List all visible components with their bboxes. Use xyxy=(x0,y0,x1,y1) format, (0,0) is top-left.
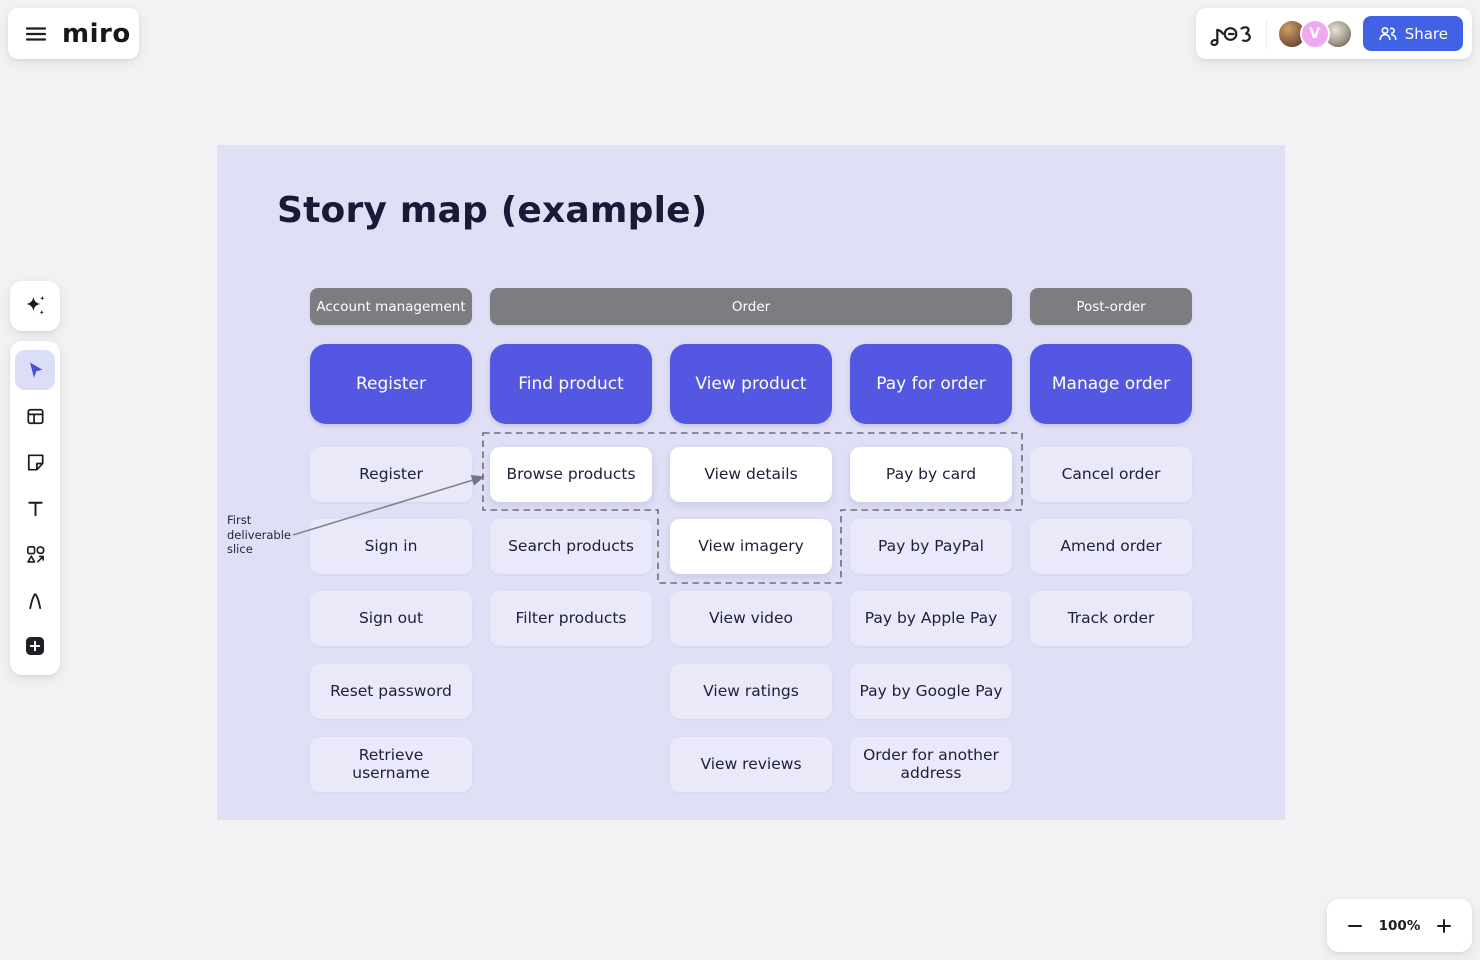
collaborator-avatars: V xyxy=(1276,18,1353,49)
epic-card-find-product[interactable]: Find product xyxy=(490,344,652,424)
pen-icon xyxy=(24,589,47,612)
group-header-post-order[interactable]: Post-order xyxy=(1030,288,1192,325)
epic-card-register[interactable]: Register xyxy=(310,344,472,424)
group-header-order[interactable]: Order xyxy=(490,288,1012,325)
task-card-cancel-order[interactable]: Cancel order xyxy=(1030,447,1192,502)
share-button[interactable]: Share xyxy=(1362,16,1463,51)
slice-annotation[interactable]: First deliverable slice xyxy=(227,513,291,556)
task-card-track-order[interactable]: Track order xyxy=(1030,591,1192,646)
reactions-doodle-icon xyxy=(1208,18,1256,50)
add-more-icon xyxy=(23,634,47,658)
templates-icon xyxy=(24,405,47,428)
epic-card-pay-for-order[interactable]: Pay for order xyxy=(850,344,1012,424)
ai-sparkle-icon xyxy=(22,293,48,319)
header-divider xyxy=(1265,18,1267,49)
task-card-view-ratings[interactable]: View ratings xyxy=(670,664,832,719)
task-card-view-reviews[interactable]: View reviews xyxy=(670,737,832,792)
templates-tool-button[interactable] xyxy=(15,393,55,439)
zoom-level[interactable]: 100% xyxy=(1378,917,1421,934)
zoom-controls: 100% xyxy=(1327,899,1472,952)
shapes-connectors-icon xyxy=(24,543,47,566)
task-card-amend-order[interactable]: Amend order xyxy=(1030,519,1192,574)
sticky-note-icon xyxy=(24,451,47,474)
select-tool-button[interactable] xyxy=(15,350,55,390)
task-card-register[interactable]: Register xyxy=(310,447,472,502)
task-card-filter-products[interactable]: Filter products xyxy=(490,591,652,646)
task-card-reset-password[interactable]: Reset password xyxy=(310,664,472,719)
task-card-pay-by-paypal[interactable]: Pay by PayPal xyxy=(850,519,1012,574)
task-card-order-for-another-address[interactable]: Order for another address xyxy=(850,737,1012,792)
task-card-search-products[interactable]: Search products xyxy=(490,519,652,574)
task-card-pay-by-card[interactable]: Pay by card xyxy=(850,447,1012,502)
avatar[interactable]: V xyxy=(1299,18,1330,49)
task-card-view-imagery[interactable]: View imagery xyxy=(670,519,832,574)
group-header-account-management[interactable]: Account management xyxy=(310,288,472,325)
shapes-tool-button[interactable] xyxy=(15,531,55,577)
task-card-sign-out[interactable]: Sign out xyxy=(310,591,472,646)
epic-card-manage-order[interactable]: Manage order xyxy=(1030,344,1192,424)
tools-toolbar xyxy=(10,341,60,675)
app-header-right: V Share xyxy=(1195,8,1472,59)
task-card-sign-in[interactable]: Sign in xyxy=(310,519,472,574)
task-card-pay-by-google-pay[interactable]: Pay by Google Pay xyxy=(850,664,1012,719)
pen-tool-button[interactable] xyxy=(15,577,55,623)
zoom-out-button[interactable] xyxy=(1344,915,1366,937)
people-icon xyxy=(1378,25,1397,42)
board-title[interactable]: Story map (example) xyxy=(277,190,708,231)
task-card-pay-by-apple-pay[interactable]: Pay by Apple Pay xyxy=(850,591,1012,646)
ai-assistant-button[interactable] xyxy=(10,281,60,331)
add-more-tools-button[interactable] xyxy=(15,623,55,669)
epic-card-view-product[interactable]: View product xyxy=(670,344,832,424)
sticky-note-tool-button[interactable] xyxy=(15,439,55,485)
story-map-frame[interactable]: Story map (example) Account management O… xyxy=(217,145,1285,820)
task-card-retrieve-username[interactable]: Retrieve username xyxy=(310,737,472,792)
select-cursor-icon xyxy=(24,359,46,381)
task-card-view-video[interactable]: View video xyxy=(670,591,832,646)
text-icon xyxy=(24,497,47,520)
task-card-browse-products[interactable]: Browse products xyxy=(490,447,652,502)
miro-logo: miro xyxy=(62,18,131,49)
main-menu-icon[interactable] xyxy=(24,22,48,46)
share-button-label: Share xyxy=(1404,24,1448,43)
task-card-view-details[interactable]: View details xyxy=(670,447,832,502)
zoom-in-button[interactable] xyxy=(1433,915,1455,937)
text-tool-button[interactable] xyxy=(15,485,55,531)
app-header-left: miro xyxy=(8,8,139,59)
